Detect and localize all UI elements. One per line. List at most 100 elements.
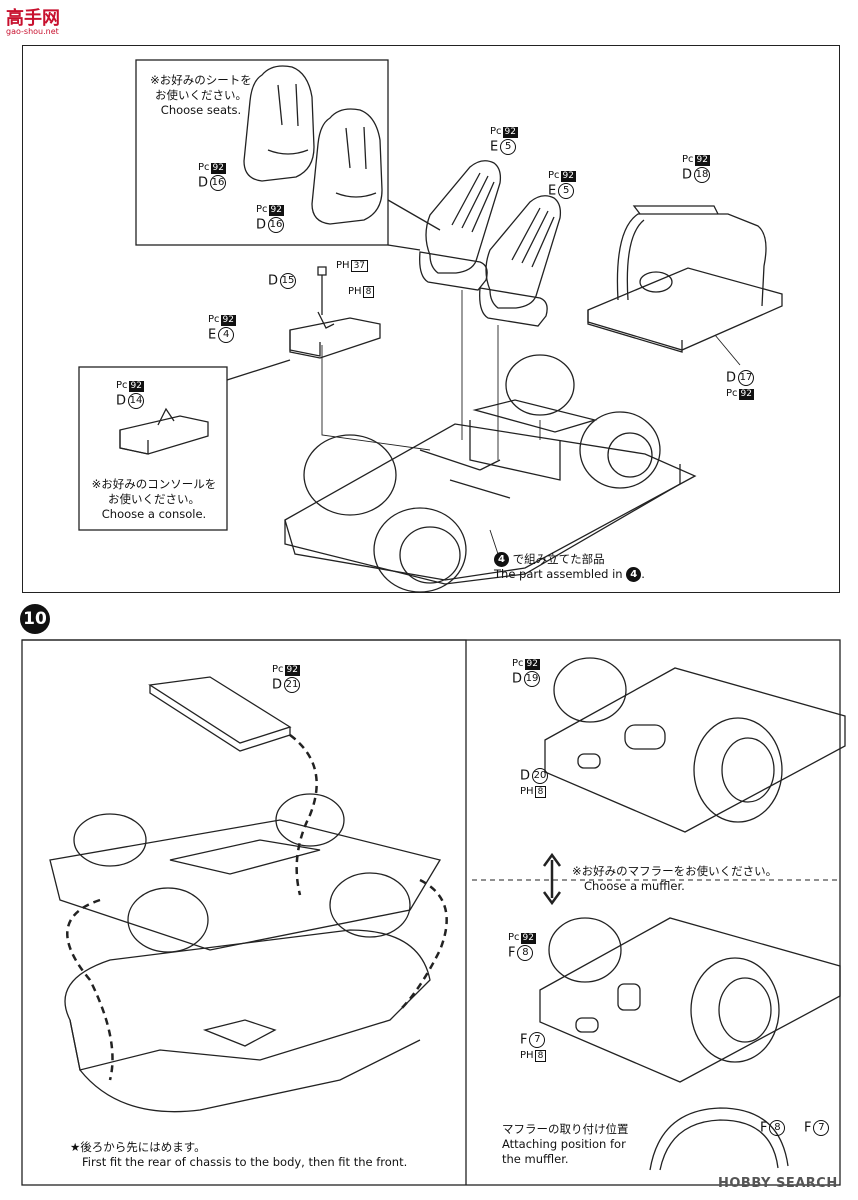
part-letter: F [760, 1120, 768, 1136]
chassis-step9 [284, 423, 697, 581]
seat-note-line1: ※お好みのシートを [150, 73, 252, 87]
part-letter: E [548, 183, 557, 199]
paint-code: 37 [350, 260, 369, 272]
rear-fit-note-jp: ★後ろから先にはめます。 [70, 1140, 206, 1154]
paint-code: 92 [524, 659, 540, 670]
paint-type: Pc [682, 154, 694, 165]
car-body [64, 929, 431, 1071]
seat-note-line2: お使いください。 [155, 88, 247, 102]
part-letter: E [208, 327, 217, 343]
seat-e5-2 [485, 195, 562, 309]
muffler-chassis-top [544, 667, 846, 833]
plate-d21 [148, 676, 292, 744]
paint-code: 92 [520, 933, 536, 944]
paint-type: PH [520, 786, 534, 797]
seat-note-line3: Choose seats. [160, 103, 242, 117]
chassis-step10 [49, 819, 442, 951]
part-number: 21 [284, 677, 301, 693]
attach-note-line1: マフラーの取り付け位置 [502, 1122, 629, 1136]
seat-option-box [135, 59, 389, 246]
paint-code: 8 [534, 1050, 547, 1062]
paint-code: 92 [284, 665, 300, 676]
part-number: 16 [268, 217, 285, 233]
paint-code: 92 [502, 127, 518, 138]
part-letter: F [520, 1032, 528, 1048]
part-number: 8 [769, 1120, 786, 1136]
console-option-box [78, 366, 228, 531]
paint-type: Pc [256, 204, 268, 215]
part-letter: F [804, 1120, 812, 1136]
watermark: HOBBY SEARCH [718, 1176, 838, 1191]
muffler-note-en: Choose a muffler. [584, 879, 685, 893]
part-letter: F [508, 945, 516, 961]
muffler-note: ※お好みのマフラーをお使いください。 Choose a muffler. [572, 864, 777, 894]
part-number: 5 [558, 183, 575, 199]
attach-note-line3: the muffler. [502, 1152, 569, 1166]
paint-type: Pc [490, 126, 502, 137]
roll-bar-d18 [616, 213, 767, 307]
logo-text: 高手网 [6, 8, 60, 29]
paint-type: Pc [548, 170, 560, 181]
console-note-line2: お使いください。 [108, 492, 200, 506]
step9-panel [22, 45, 840, 593]
paint-code: 8 [534, 786, 547, 798]
paint-code: 8 [362, 286, 375, 298]
paint-code: 92 [210, 163, 226, 174]
option-console [119, 415, 209, 455]
part-number: 7 [529, 1032, 546, 1048]
paint-type: Pc [116, 380, 128, 391]
rear-fit-note-en: First fit the rear of chassis to the bod… [82, 1155, 408, 1169]
paint-type: PH [348, 286, 362, 297]
paint-type: Pc [726, 388, 738, 399]
logo-subtext: gao-shou.net [6, 27, 59, 36]
attach-position-drawing [649, 1107, 789, 1171]
paint-type: Pc [198, 162, 210, 173]
console-note-line3: Choose a console. [101, 507, 207, 521]
part-number: 5 [500, 139, 517, 155]
part-letter: D [256, 217, 267, 233]
attach-note-line2: Attaching position for [502, 1137, 626, 1151]
option-seat-2 [311, 108, 383, 225]
seat-e5-1 [425, 160, 502, 274]
part-letter: D [198, 175, 209, 191]
muffler-chassis-bottom [539, 917, 841, 1083]
part-number: 16 [210, 175, 227, 191]
paint-code: 92 [128, 381, 144, 392]
part-letter: D [268, 273, 279, 289]
step-ref-badge: 4 [494, 552, 509, 567]
console-e4 [289, 317, 381, 359]
assembled-note-en: The part assembled in [494, 567, 623, 581]
shifter-d15 [317, 266, 327, 315]
part-letter: D [726, 370, 737, 386]
part-number: 19 [524, 671, 541, 687]
part-number: 8 [517, 945, 534, 961]
rear-fit-note: ★後ろから先にはめます。 First fit the rear of chass… [70, 1140, 407, 1170]
part-number: 18 [694, 167, 711, 183]
part-letter: D [520, 768, 531, 784]
assembled-note: 4 で組み立てた部品 The part assembled in 4. [494, 552, 645, 582]
console-note: ※お好みのコンソールを お使いください。 Choose a console. [86, 477, 222, 522]
paint-type: Pc [208, 314, 220, 325]
part-letter: D [512, 671, 523, 687]
part-number: 20 [532, 768, 549, 784]
paint-code: 92 [268, 205, 284, 216]
paint-type: Pc [508, 932, 520, 943]
step-ref-badge-en: 4 [626, 567, 642, 582]
part-number: 7 [813, 1120, 830, 1136]
